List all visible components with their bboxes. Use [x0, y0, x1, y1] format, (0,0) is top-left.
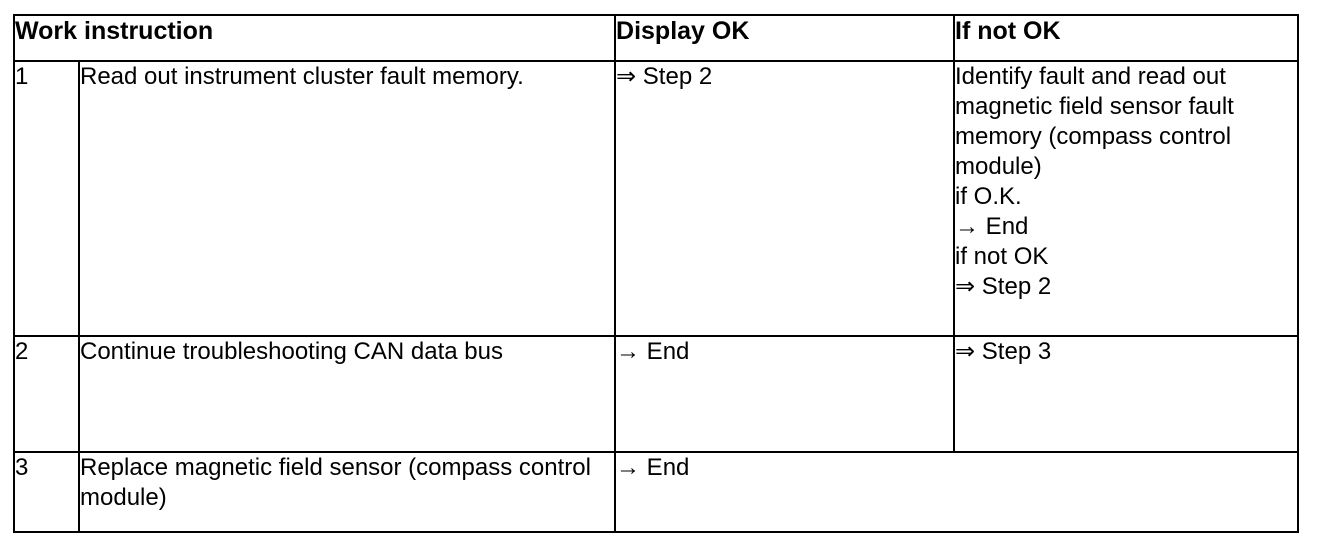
- step-instruction: Read out instrument cluster fault memory…: [77, 60, 617, 337]
- column-header-display-ok: Display OK: [614, 14, 956, 62]
- work-instruction-table: Work instruction Display OK If not OK 1 …: [12, 14, 1300, 533]
- table-header-row: Work instruction Display OK If not OK: [12, 14, 1300, 62]
- column-header-if-not-ok: If not OK: [953, 14, 1300, 62]
- step-display-ok: ⇒ Step 2: [614, 60, 956, 337]
- step-number: 2: [13, 335, 80, 453]
- table-row: 2 Continue troubleshooting CAN data bus …: [13, 335, 1300, 453]
- step-number: 1: [13, 60, 80, 337]
- step-display-ok: → End: [614, 451, 1300, 533]
- column-header-work-instruction: Work instruction: [12, 14, 617, 62]
- step-instruction: Continue troubleshooting CAN data bus: [77, 335, 617, 453]
- table-row: 1 Read out instrument cluster fault memo…: [13, 60, 1300, 337]
- step-number: 3: [13, 451, 80, 533]
- table-row: 3 Replace magnetic field sensor (compass…: [13, 451, 1300, 533]
- step-if-not-ok: ⇒ Step 3: [953, 335, 1300, 453]
- step-display-ok: → End: [614, 335, 956, 453]
- step-if-not-ok: Identify fault and read out magnetic fie…: [953, 60, 1300, 337]
- step-instruction: Replace magnetic field sensor (compass c…: [77, 451, 617, 533]
